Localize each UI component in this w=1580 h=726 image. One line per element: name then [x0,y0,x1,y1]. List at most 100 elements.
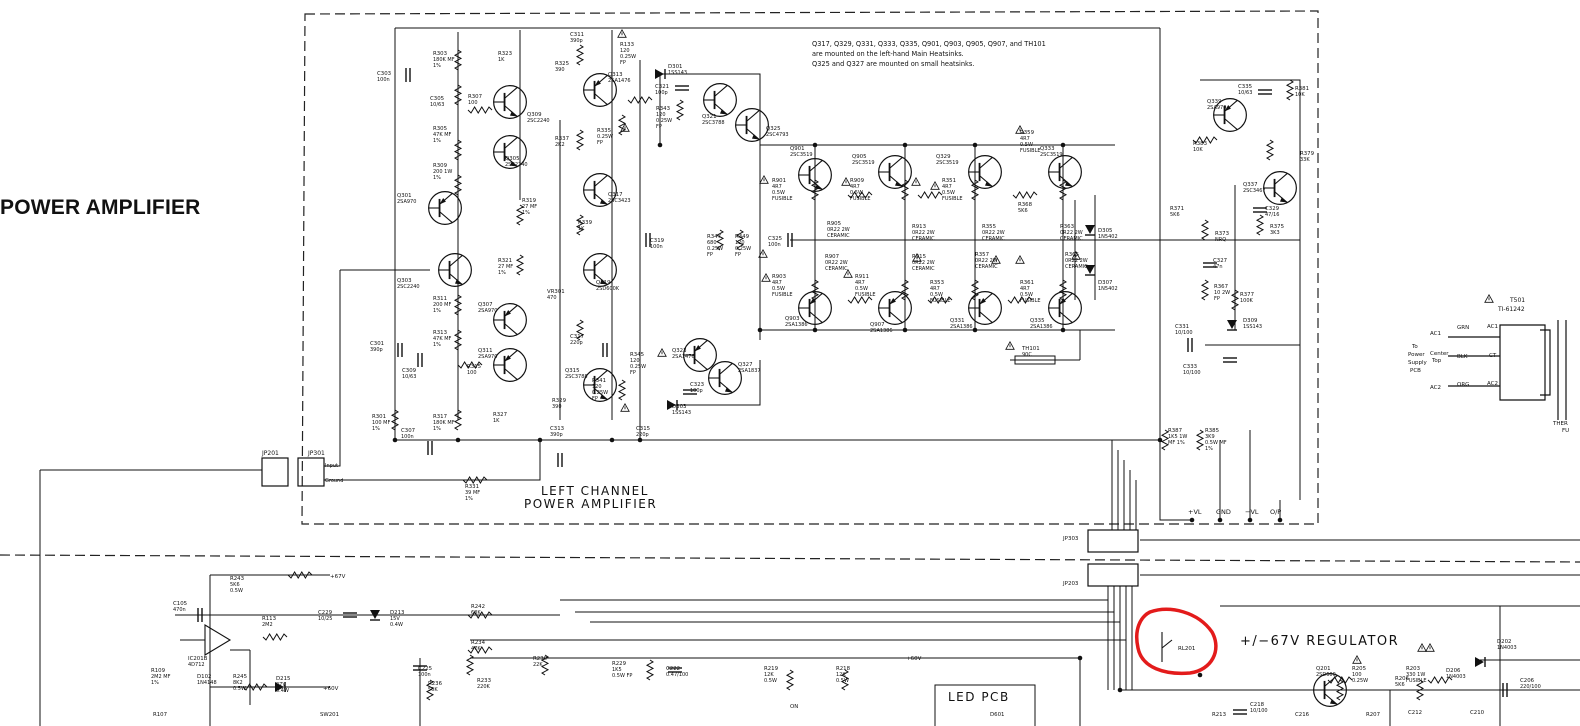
component-value: 1% [433,308,441,314]
component-value: 470 [547,295,557,301]
component-value: 15V [390,616,400,622]
component-value: 39 MF [465,490,480,496]
component-value: 10/100 [1183,370,1201,376]
component-label: Q327 [738,362,753,368]
component-label: C325 [768,236,782,242]
jp201-label: JP201 [261,450,279,457]
block-outlines [0,10,1580,563]
heatsink-note-line-3: Q325 and Q327 are mounted on small heats… [812,60,975,68]
component-value: 1% [433,175,441,181]
component-value: 2SA1386 [785,322,808,328]
component-label: Q905 [852,154,867,160]
component-label: Q309 [527,112,542,118]
component-label: C327 [1213,258,1227,264]
component-value: 0.47/100 [666,672,688,678]
component-value: 1N4003 [1497,645,1517,651]
component-label: Q305 [505,156,520,162]
component-label: R245 [233,674,247,680]
component-value: 2SC2240 [527,118,550,124]
component-label: D215 [276,676,290,682]
connector-jp201 [261,457,289,487]
component-label: ON [790,704,798,710]
component-label: Q323 [672,348,687,354]
component-value: 120 [735,240,745,246]
jp303-label: JP303 [1062,536,1079,542]
component-value: NRQ [1215,237,1226,243]
component-value: 220p [636,432,649,438]
component-value: 4R7 [850,184,860,190]
component-label: C321 [655,84,669,90]
component-value: 2SC3467 [1243,188,1266,194]
component-label: R357 [975,252,989,258]
component-value: 1% [433,426,441,432]
component-label: R909 [850,178,865,184]
component-label: Q337 [1243,182,1258,188]
component-label: R361 [1020,280,1034,286]
component-label: R107 [153,712,167,718]
component-label: D102 [197,674,211,680]
component-label: D309 [1243,318,1258,324]
transformer-t501 [1448,320,1567,420]
component-value: 1% [433,342,441,348]
component-value: 0.25W [597,134,613,140]
component-label: R915 [912,254,926,260]
component-label: R313 [433,330,447,336]
component-label: R303 [433,51,447,57]
grn-label: GRN [1457,325,1469,331]
component-value: 1K [498,57,505,63]
component-value: 0.25W [592,390,608,396]
component-value: 12K [836,672,846,678]
parts [197,29,1508,715]
component-label: D206 [1446,668,1461,674]
component-value: 100 [467,370,477,376]
component-label: R381 [1295,86,1309,92]
component-label: R329 [552,398,567,404]
component-label: R206 [1395,676,1410,682]
component-label: R373 [1215,231,1229,237]
component-value: FP [656,124,662,130]
component-label: R243 [230,576,244,582]
component-label: Q907 [870,322,885,328]
component-value: 1K [493,418,500,424]
component-label: R323 [498,51,512,57]
block-label-line-1: LEFT CHANNEL [541,484,649,498]
component-value: 470n [173,607,186,613]
component-value: 10/25 [318,616,332,622]
terminal-output: O/P [1270,508,1281,516]
component-label: C331 [1175,324,1189,330]
component-value: 27 MF [498,264,513,270]
component-label: C212 [1408,710,1422,716]
component-label: R233 [477,678,491,684]
component-value: FP [620,60,626,66]
component-value: 33K [1300,157,1310,163]
component-value: 2K2 [555,142,565,148]
component-label: C317 [570,334,584,340]
component-label: VR301 [547,289,565,295]
component-label: R335 [597,128,611,134]
component-value: 27V [276,682,286,688]
component-label: R301 [372,414,386,420]
component-label: R229 [612,661,627,667]
component-value: 2SD600 [1316,672,1336,678]
component-label: R363 [1060,224,1074,230]
ac2-right: AC2 [1487,381,1498,387]
component-label: C206 [1520,678,1535,684]
component-value: 100n [768,242,781,248]
component-label: D213 [390,610,404,616]
component-value: 180K MF [433,420,455,426]
component-label: R205 [1352,666,1366,672]
component-value: 5K6 [230,582,240,588]
component-label: R242 [471,604,485,610]
component-label: R113 [262,616,276,622]
component-label: R901 [772,178,786,184]
component-label: C222 [666,666,680,672]
component-label: R367 [1214,284,1228,290]
component-value: 4R7 [942,184,952,190]
component-label: Q333 [1040,146,1055,152]
connector-jp301 [297,457,325,487]
component-value: 100K [1240,298,1254,304]
component-value: CERAMIC [827,233,850,239]
component-value: 0.5W [855,286,868,292]
component-label: Q311 [478,348,493,354]
